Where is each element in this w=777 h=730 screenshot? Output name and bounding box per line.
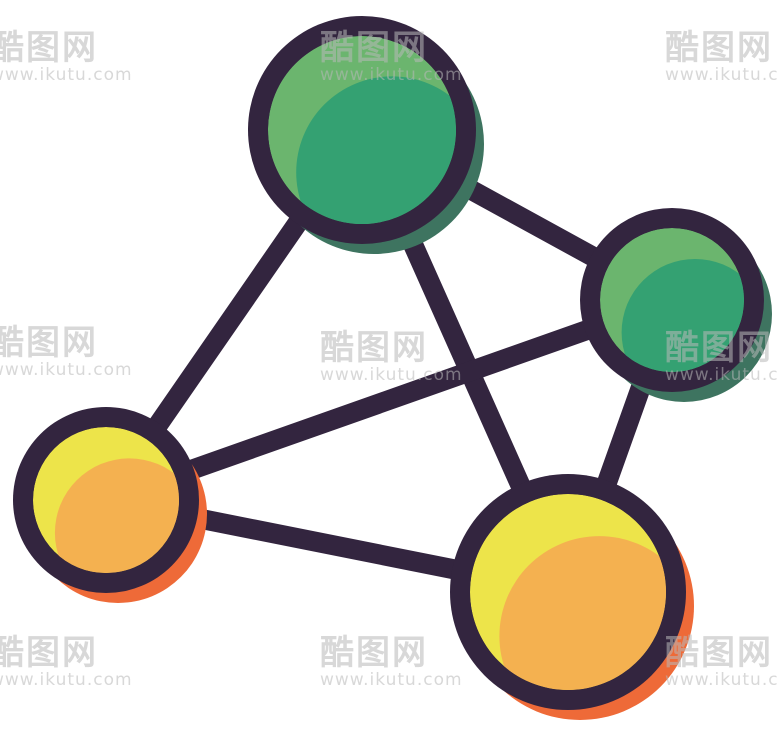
node-top-green <box>248 16 484 254</box>
node-right-green <box>580 208 772 402</box>
node-left-yellow <box>13 407 207 603</box>
nodes-group <box>13 16 772 720</box>
edge-node-right-green-to-node-left-yellow <box>96 290 682 510</box>
node-bottom-orange <box>450 474 694 720</box>
